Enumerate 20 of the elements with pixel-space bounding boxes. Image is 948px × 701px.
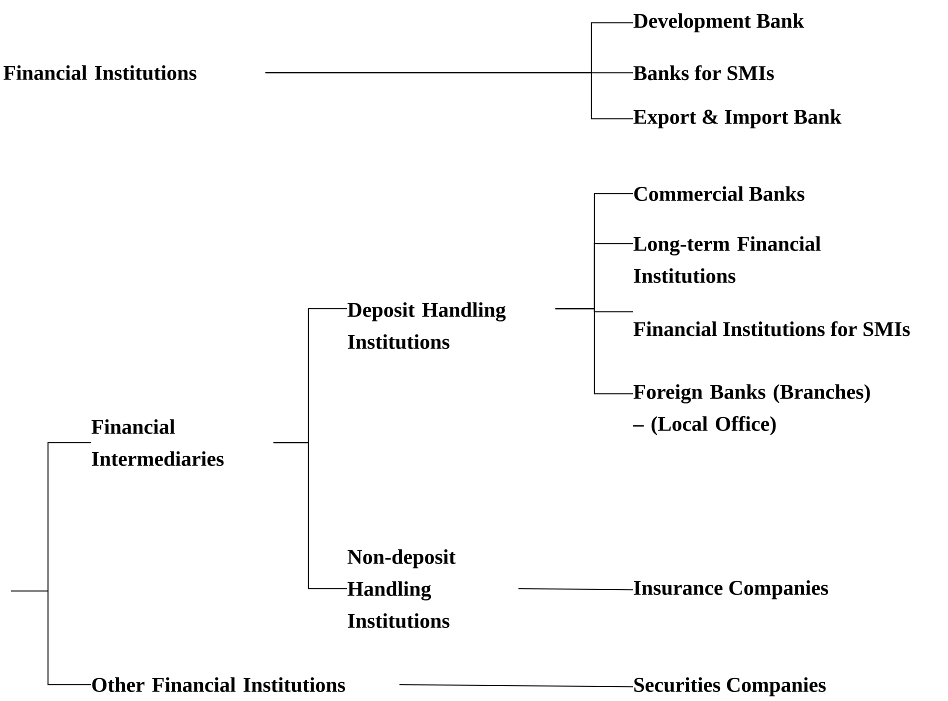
connector-line bbox=[264, 72, 634, 120]
tree-label: Securities Companies bbox=[634, 677, 826, 696]
connector-line bbox=[518, 588, 634, 590]
tree-label: Long-term Financial Institutions bbox=[634, 236, 821, 284]
tree-label: Development Bank bbox=[634, 13, 804, 32]
tree-label: Export & Import Bank bbox=[634, 109, 842, 128]
tree-label: Non-deposit Handling Institutions bbox=[348, 549, 456, 628]
connector-line bbox=[554, 308, 634, 394]
connector-line bbox=[10, 590, 92, 686]
tree-label: Other Financial Institutions bbox=[92, 677, 346, 692]
tree-label: Commercial Banks bbox=[634, 186, 804, 201]
tree-label: Insurance Companies bbox=[634, 580, 828, 600]
tree-label: Foreign Banks (Branches) – (Local Office) bbox=[633, 384, 870, 436]
tree-label: Deposit Handling Institutions bbox=[348, 302, 506, 350]
connector-line bbox=[272, 442, 348, 590]
tree-label: Financial Intermediaries bbox=[92, 419, 224, 466]
tree-label: Financial Institutions bbox=[4, 65, 196, 80]
connector-line bbox=[398, 684, 634, 688]
tree-label: Banks for SMIs bbox=[634, 65, 774, 80]
tree-label: Financial Institutions for SMIs bbox=[634, 321, 910, 336]
